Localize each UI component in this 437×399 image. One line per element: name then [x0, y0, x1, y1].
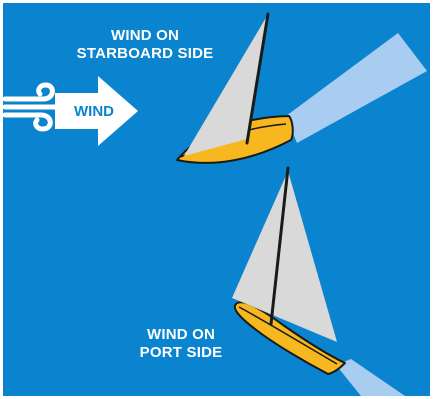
wake-starboard — [286, 33, 427, 143]
starboard-label-line1: WIND ON — [59, 27, 231, 45]
port-label-line2: PORT SIDE — [126, 344, 236, 362]
port-label-line1: WIND ON — [126, 326, 236, 344]
water-background: WIND WIND ON STARBOARD SIDE WIND ON PORT… — [3, 3, 430, 396]
wind-gust-icon — [5, 85, 59, 129]
wake-port — [336, 359, 405, 396]
wind-label: WIND — [61, 104, 127, 120]
starboard-label-line2: STARBOARD SIDE — [59, 45, 231, 63]
boat-port — [232, 168, 405, 396]
port-label: WIND ON PORT SIDE — [126, 326, 236, 362]
starboard-label: WIND ON STARBOARD SIDE — [59, 27, 231, 63]
